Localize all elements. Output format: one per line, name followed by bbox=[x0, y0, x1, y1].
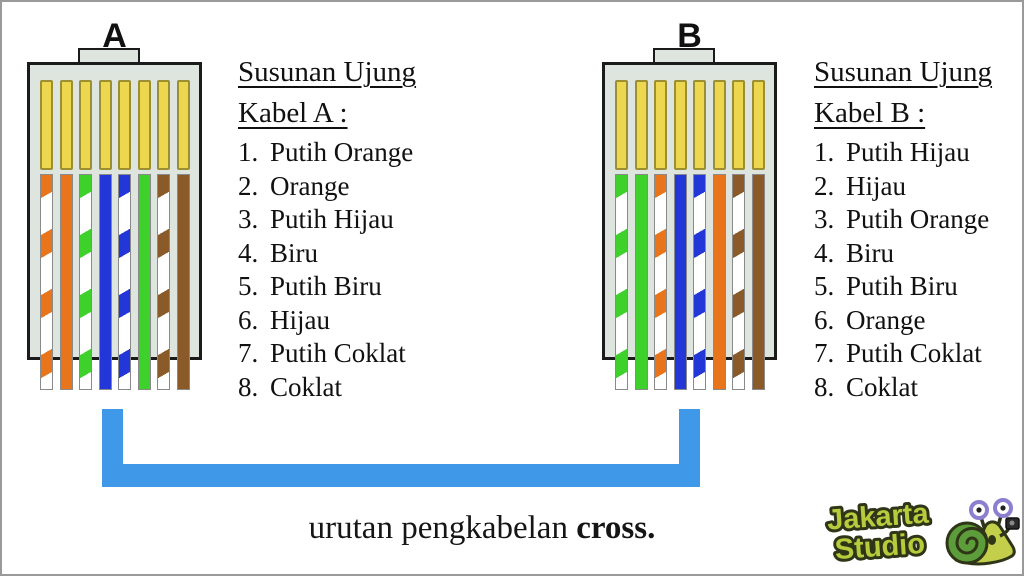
logo-line2: Studio bbox=[834, 528, 926, 566]
caption-bold: cross. bbox=[576, 510, 656, 546]
wire-list-item: 6.Hijau bbox=[238, 304, 330, 335]
caption-normal: urutan pengkabelan bbox=[308, 510, 577, 546]
wire-blue bbox=[673, 174, 687, 390]
wire-list-item: 8.Coklat bbox=[814, 371, 918, 402]
wire-brown bbox=[176, 174, 190, 390]
wire-list-item: 7.Putih Coklat bbox=[814, 338, 982, 368]
wire-white-orange bbox=[654, 174, 668, 390]
logo-wordmark: Jakarta Studio bbox=[823, 498, 933, 569]
wire-white-brown bbox=[732, 174, 746, 390]
wire-blue bbox=[98, 174, 112, 390]
wire-list-item: 8.Coklat bbox=[238, 371, 342, 402]
wire-list-item: 4.Biru bbox=[814, 237, 895, 268]
wire-list-item: 5.Putih Biru bbox=[238, 271, 382, 301]
gold-pin bbox=[673, 80, 687, 170]
wire-brown bbox=[751, 174, 765, 390]
pin-row bbox=[40, 80, 190, 170]
wire-orange bbox=[59, 174, 73, 390]
gold-pin bbox=[98, 80, 112, 170]
wire-list-item: 3.Putih Hijau bbox=[238, 204, 394, 234]
wire-row bbox=[615, 174, 765, 390]
gold-pin bbox=[654, 80, 668, 170]
gold-pin bbox=[118, 80, 132, 170]
wire-list-item: 1.Putih Hijau bbox=[814, 137, 970, 167]
wire-white-orange bbox=[40, 174, 53, 390]
gold-pin bbox=[693, 80, 707, 170]
wire-orange bbox=[712, 174, 726, 390]
wire-list-item: 5.Putih Biru bbox=[814, 271, 958, 301]
connector-a-body bbox=[27, 62, 202, 360]
wire-list-item: 3.Putih Orange bbox=[814, 204, 990, 234]
rj45-connector-b: B bbox=[602, 17, 777, 390]
wire-list-item: 2.Hijau bbox=[814, 170, 906, 201]
wire-list-item: 4.Biru bbox=[238, 237, 319, 268]
wire-white-green bbox=[79, 174, 93, 390]
connector-b-body bbox=[602, 62, 777, 360]
gold-pin bbox=[137, 80, 151, 170]
gold-pin bbox=[79, 80, 93, 170]
wire-white-brown bbox=[157, 174, 171, 390]
gold-pin bbox=[59, 80, 73, 170]
wire-white-blue bbox=[118, 174, 132, 390]
wire-list-item: 1.Putih Orange bbox=[238, 137, 414, 167]
wire-white-green bbox=[615, 174, 628, 390]
kabel-b-title-line1: Susunan Ujung bbox=[814, 56, 993, 88]
gold-pin bbox=[732, 80, 746, 170]
wire-row bbox=[40, 174, 190, 390]
gold-pin bbox=[712, 80, 726, 170]
gold-pin bbox=[40, 80, 53, 170]
jakarta-studio-logo: Jakarta Studio bbox=[812, 496, 1022, 572]
gold-pin bbox=[157, 80, 171, 170]
gold-pin bbox=[634, 80, 648, 170]
wire-list-item: 7.Putih Coklat bbox=[238, 338, 406, 368]
gold-pin bbox=[176, 80, 190, 170]
pin-row bbox=[615, 80, 765, 170]
kabel-b-title-line2: Kabel B : bbox=[814, 97, 926, 129]
crossover-cable bbox=[102, 409, 700, 487]
diagram-caption: urutan pengkabelan cross. bbox=[2, 510, 962, 547]
kabel-a-title-line2: Kabel A : bbox=[238, 97, 348, 129]
gold-pin bbox=[615, 80, 628, 170]
kabel-a-title-line1: Susunan Ujung bbox=[238, 56, 417, 88]
wire-green bbox=[634, 174, 648, 390]
wire-white-blue bbox=[693, 174, 707, 390]
gold-pin bbox=[751, 80, 765, 170]
rj45-connector-a: A bbox=[27, 17, 202, 390]
wire-list-item: 2.Orange bbox=[238, 170, 350, 201]
wire-list-item: 6.Orange bbox=[814, 304, 926, 335]
snail-mascot-icon bbox=[945, 498, 1020, 566]
wire-green bbox=[137, 174, 151, 390]
